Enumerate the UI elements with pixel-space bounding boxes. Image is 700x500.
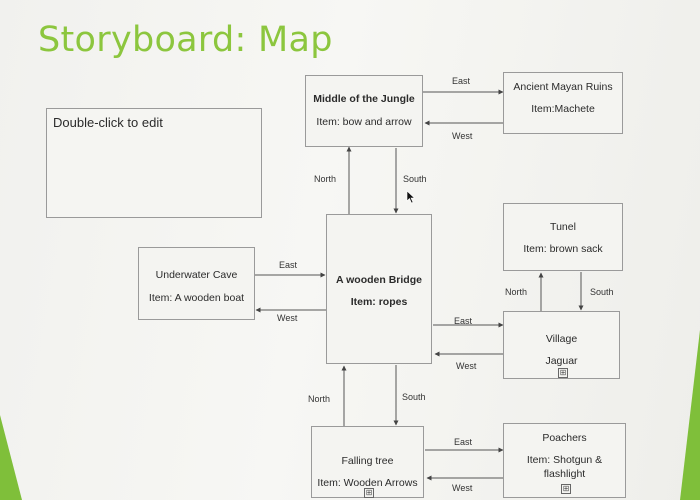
edge-label-north: North xyxy=(314,174,337,184)
edge-label-west: West xyxy=(456,361,477,371)
node-name: Ancient Mayan Ruins xyxy=(513,81,613,93)
node-name: Poachers xyxy=(542,432,587,444)
node-poachers[interactable]: Poachers Item: Shotgun & flashlight ⊞ xyxy=(503,423,626,498)
expand-icon[interactable]: ⊞ xyxy=(364,488,374,498)
node-item: Jaguar xyxy=(545,355,578,367)
node-item: Item: brown sack xyxy=(523,243,603,255)
node-ancient-mayan-ruins[interactable]: Ancient Mayan Ruins Item:Machete xyxy=(503,72,623,134)
node-underwater-cave[interactable]: Underwater Cave Item: A wooden boat xyxy=(138,247,255,320)
node-name: Tunel xyxy=(550,221,576,233)
accent-triangle-right xyxy=(680,330,700,500)
node-a-wooden-bridge[interactable]: A wooden Bridge Item: ropes xyxy=(326,214,432,364)
node-item: Item: ropes xyxy=(350,296,408,308)
node-item-line2: flashlight xyxy=(543,468,586,480)
node-name: A wooden Bridge xyxy=(336,274,422,286)
edge-label-east: East xyxy=(452,76,471,86)
node-item: Item: A wooden boat xyxy=(148,292,245,304)
accent-triangle-left xyxy=(0,415,22,500)
placeholder-text: Double-click to edit xyxy=(53,115,163,130)
edge-label-east: East xyxy=(454,316,473,326)
node-tunel[interactable]: Tunel Item: brown sack xyxy=(503,203,623,271)
node-falling-tree[interactable]: Falling tree Item: Wooden Arrows ⊞ xyxy=(311,426,424,498)
expand-icon[interactable]: ⊞ xyxy=(561,484,571,494)
placeholder-textbox[interactable]: Double-click to edit xyxy=(46,108,262,218)
node-name: Village xyxy=(545,333,578,345)
node-item: Item: Wooden Arrows xyxy=(317,477,418,489)
node-item: Item:Machete xyxy=(531,103,595,115)
expand-icon[interactable]: ⊞ xyxy=(558,368,568,378)
node-village[interactable]: Village Jaguar ⊞ xyxy=(503,311,620,379)
edge-label-south: South xyxy=(590,287,614,297)
slide-title: Storyboard: Map xyxy=(38,20,333,60)
edge-label-south: South xyxy=(403,174,427,184)
edge-label-south: South xyxy=(402,392,426,402)
edge-label-east: East xyxy=(279,260,298,270)
edge-label-east: East xyxy=(454,437,473,447)
edge-label-north: North xyxy=(308,394,331,404)
node-item-line1: Item: Shotgun & xyxy=(526,454,603,466)
node-middle-of-the-jungle[interactable]: Middle of the Jungle Item: bow and arrow xyxy=(305,75,423,147)
node-name: Falling tree xyxy=(341,455,394,467)
edge-label-west: West xyxy=(277,313,298,323)
edge-label-west: West xyxy=(452,483,473,493)
mouse-cursor-icon xyxy=(406,190,416,204)
edge-label-west: West xyxy=(452,131,473,141)
edge-label-north: North xyxy=(505,287,528,297)
node-name: Underwater Cave xyxy=(155,269,238,281)
node-name: Middle of the Jungle xyxy=(313,93,415,105)
node-item: Item: bow and arrow xyxy=(316,116,412,128)
